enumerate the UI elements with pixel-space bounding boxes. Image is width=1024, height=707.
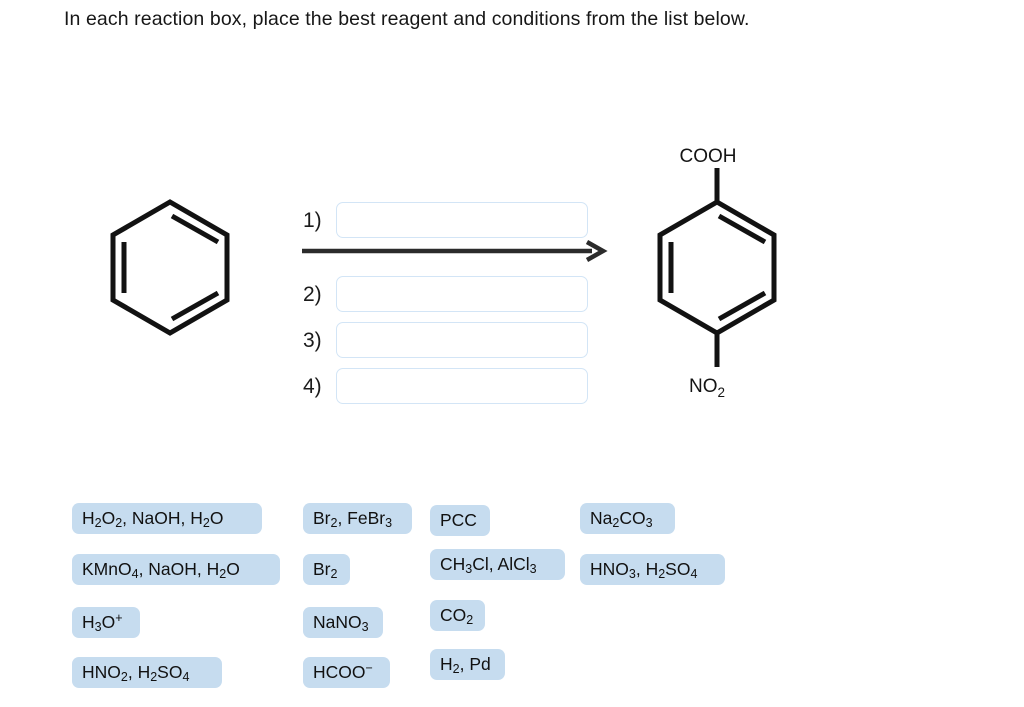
reagent-chip-pcc[interactable]: PCC	[430, 505, 490, 536]
reagent-chip-h3o-plus[interactable]: H3O+	[72, 607, 140, 638]
nitrobenzoic-acid-icon: COOH NO2	[657, 146, 777, 400]
drop-box-step-1[interactable]	[336, 202, 588, 238]
reaction-step-2: 2)	[303, 276, 588, 312]
page-title: In each reaction box, place the best rea…	[64, 8, 750, 30]
reaction-arrow	[300, 240, 610, 262]
drop-box-step-3[interactable]	[336, 322, 588, 358]
reagent-chip-nano3[interactable]: NaNO3	[303, 607, 383, 638]
product-bottom-group-label: NO2	[689, 376, 725, 400]
reagent-chip-ch3cl-alcl3[interactable]: CH3Cl, AlCl3	[430, 549, 565, 580]
reagent-chip-na2co3[interactable]: Na2CO3	[580, 503, 675, 534]
reaction-step-1: 1)	[303, 202, 588, 238]
reagent-chip-h2o2-naoh-h2o[interactable]: H2O2, NaOH, H2O	[72, 503, 262, 534]
reagent-chip-kmno4-naoh-h2o[interactable]: KMnO4, NaOH, H2O	[72, 554, 280, 585]
reactant-structure-benzene	[100, 190, 260, 345]
step-1-number: 1)	[303, 208, 322, 232]
reagent-chip-co2[interactable]: CO2	[430, 600, 485, 631]
benzene-ring-icon	[110, 199, 230, 336]
step-2-number: 2)	[303, 282, 322, 306]
product-top-group-label: COOH	[680, 146, 737, 167]
reagent-chip-hcoo-minus[interactable]: HCOO−	[303, 657, 390, 688]
drop-box-step-2[interactable]	[336, 276, 588, 312]
reagent-chip-h2-pd[interactable]: H2, Pd	[430, 649, 505, 680]
product-structure-4-nitrobenzoic-acid: COOH NO2	[645, 130, 825, 415]
reagent-chip-br2[interactable]: Br2	[303, 554, 350, 585]
reagent-chip-br2-febr3[interactable]: Br2, FeBr3	[303, 503, 412, 534]
step-4-number: 4)	[303, 374, 322, 398]
reaction-step-3: 3)	[303, 322, 588, 358]
reaction-scheme: COOH NO2 1) 2) 3) 4)	[0, 110, 1024, 430]
reagent-chip-hno3-h2so4[interactable]: HNO3, H2SO4	[580, 554, 725, 585]
reagent-chip-hno2-h2so4[interactable]: HNO2, H2SO4	[72, 657, 222, 688]
drop-box-step-4[interactable]	[336, 368, 588, 404]
step-3-number: 3)	[303, 328, 322, 352]
reaction-step-4: 4)	[303, 368, 588, 404]
arrow-right-icon	[302, 240, 608, 262]
